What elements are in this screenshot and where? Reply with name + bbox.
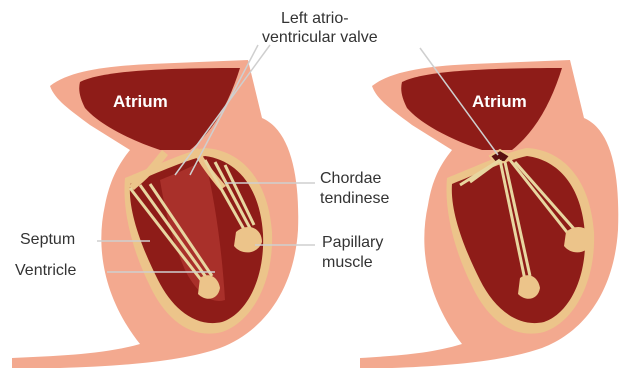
chordae-tendinese-label-line1: Chordae bbox=[320, 170, 381, 188]
atrium-label-right: Atrium bbox=[472, 92, 527, 112]
papillary-muscle-label-line1: Papillary bbox=[322, 234, 383, 252]
papillary-muscle-label-line2: muscle bbox=[322, 254, 373, 272]
atrium-label-left: Atrium bbox=[113, 92, 168, 112]
left-atrioventricular-valve-label-line2: ventricular valve bbox=[262, 29, 378, 47]
septum-label: Septum bbox=[20, 231, 75, 249]
chordae-tendinese-label-line2: tendinese bbox=[320, 190, 389, 208]
left-atrioventricular-valve-label-line1: Left atrio- bbox=[281, 10, 349, 28]
ventricle-label: Ventricle bbox=[15, 262, 76, 280]
